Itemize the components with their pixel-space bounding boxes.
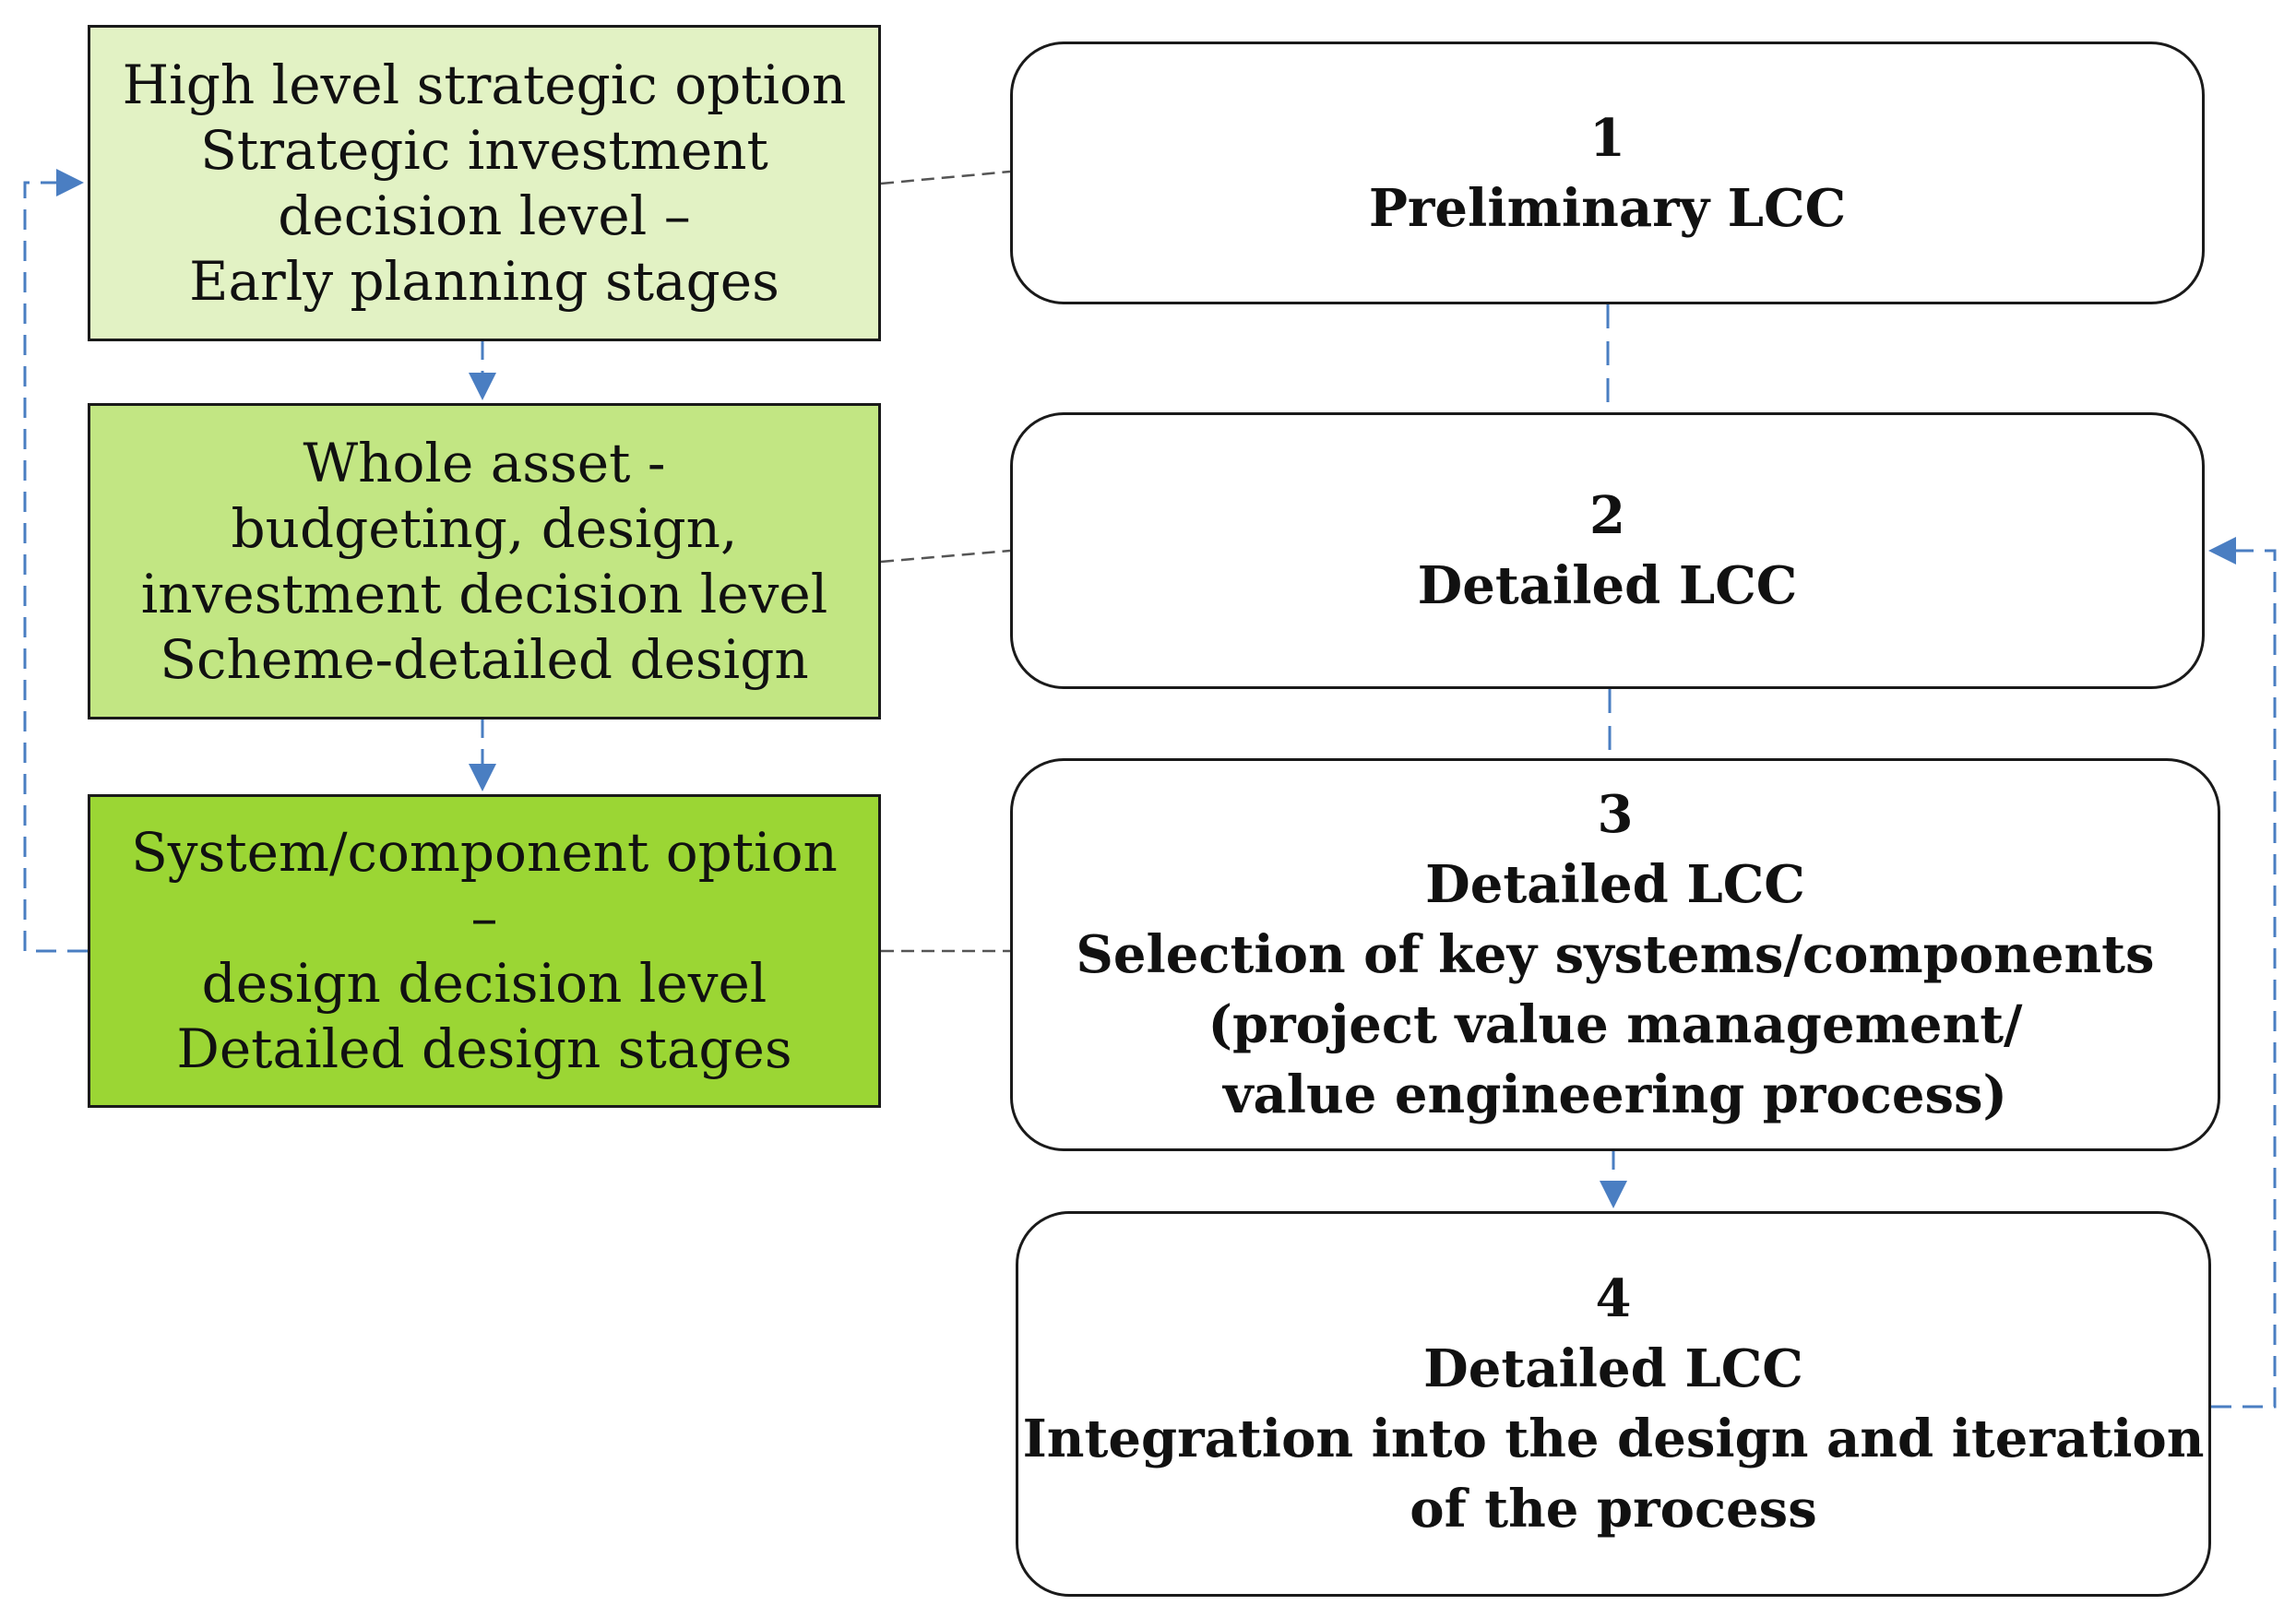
feedback-loop-left bbox=[23, 169, 88, 953]
box-text-line: Scheme-detailed design bbox=[160, 627, 809, 691]
box-text-line: Detailed design stages bbox=[176, 1017, 792, 1080]
box-text-line: (project value management/ bbox=[1207, 994, 2023, 1055]
stage-number: 1 bbox=[1589, 107, 1625, 169]
box-text-line: – bbox=[470, 886, 498, 949]
box-text-line: Early planning stages bbox=[189, 249, 779, 313]
stage-number: 2 bbox=[1589, 485, 1625, 546]
stage-2-detailed-lcc-box: 2 Detailed LCC bbox=[1010, 412, 2205, 689]
stage-number: 3 bbox=[1597, 784, 1634, 845]
system-component-option-box: System/component option – design decisio… bbox=[88, 794, 881, 1108]
box-text-line: Detailed LCC bbox=[1425, 854, 1805, 915]
box-text-line: budgeting, design, bbox=[231, 496, 738, 560]
stage-4-integration-box: 4 Detailed LCC Integration into the desi… bbox=[1016, 1211, 2211, 1597]
box-text-line: of the process bbox=[1410, 1479, 1817, 1540]
box-text-line: design decision level bbox=[201, 952, 767, 1015]
connector-row-2 bbox=[880, 549, 1011, 564]
whole-asset-box: Whole asset - budgeting, design, investm… bbox=[88, 403, 881, 719]
box-text-line: Whole asset - bbox=[303, 431, 666, 494]
feedback-loop-right bbox=[2208, 537, 2277, 1409]
stage-1-preliminary-lcc-box: 1 Preliminary LCC bbox=[1010, 42, 2205, 304]
box-text-line: investment decision level bbox=[140, 562, 828, 625]
box-text-line: Selection of key systems/components bbox=[1076, 924, 2155, 985]
box-text-line: Detailed LCC bbox=[1423, 1338, 1803, 1399]
box-text-line: System/component option bbox=[131, 821, 838, 884]
strategic-option-box: High level strategic option Strategic in… bbox=[88, 25, 881, 341]
box-text-line: value engineering process) bbox=[1222, 1064, 2008, 1125]
box-text-line: Strategic investment bbox=[200, 118, 768, 182]
stage-number: 4 bbox=[1595, 1268, 1632, 1329]
box-text-line: Preliminary LCC bbox=[1368, 177, 1847, 239]
box-text-line: Integration into the design and iteratio… bbox=[1022, 1409, 2205, 1469]
stage-3-selection-box: 3 Detailed LCC Selection of key systems/… bbox=[1010, 758, 2220, 1151]
box-text-line: High level strategic option bbox=[122, 53, 847, 116]
box-text-line: decision level – bbox=[278, 184, 691, 247]
box-text-line: Detailed LCC bbox=[1417, 555, 1798, 616]
connector-row-1 bbox=[880, 170, 1011, 185]
